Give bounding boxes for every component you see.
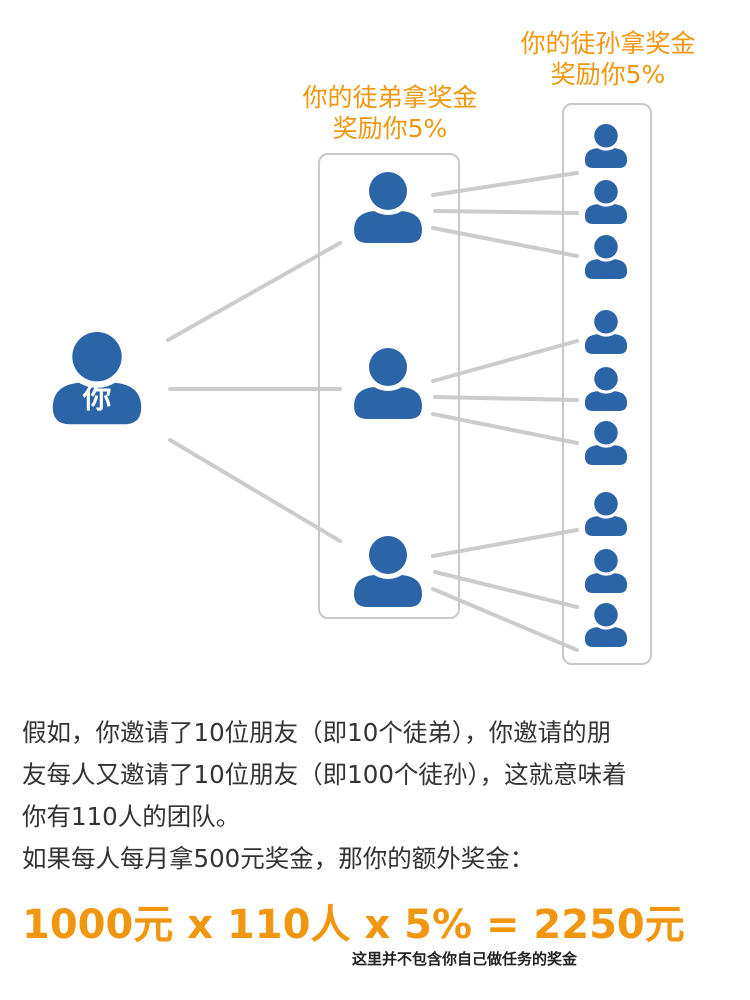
person-head: [369, 348, 407, 386]
level1-bonus-label: 你的徒弟拿奖金 奖励你5%: [280, 82, 500, 144]
person-level2: [584, 492, 628, 537]
person-body: [584, 259, 628, 280]
person-head: [594, 367, 618, 391]
person-you: 你: [52, 332, 142, 425]
person-level2: [584, 367, 628, 412]
connection-line: [431, 412, 579, 445]
person-head: [594, 549, 618, 573]
person-level2: [584, 549, 628, 594]
person-head: [594, 235, 618, 259]
person-level1: [354, 348, 422, 419]
person-level2: [584, 124, 628, 169]
person-body: [354, 575, 422, 607]
connection-line: [431, 226, 579, 258]
level2-bonus-label: 你的徒孙拿奖金 奖励你5%: [498, 28, 718, 90]
person-body: [584, 204, 628, 225]
person-head: [72, 332, 122, 382]
person-body: [354, 211, 422, 243]
level2-label-line-2: 奖励你5%: [550, 60, 666, 89]
person-body: [584, 573, 628, 594]
connection-line: [168, 438, 342, 543]
person-level2: [584, 421, 628, 466]
level2-label-line-1: 你的徒孙拿奖金: [520, 29, 696, 58]
person-body: [584, 627, 628, 648]
person-body: [584, 334, 628, 355]
you-label: 你: [82, 380, 112, 414]
connection-line: [431, 587, 579, 652]
person-level1: [354, 536, 422, 607]
connection-line: [431, 528, 579, 558]
person-level2: [584, 603, 628, 648]
level1-label-line-2: 奖励你5%: [332, 114, 448, 143]
level2-box: [562, 103, 652, 665]
person-level1: [354, 172, 422, 243]
footnote: 这里并不包含你自己做任务的奖金: [352, 950, 578, 968]
bonus-formula: 1000元 x 110人 x 5% = 2250元: [22, 902, 685, 948]
level1-label-line-1: 你的徒弟拿奖金: [302, 83, 478, 112]
person-body: [584, 445, 628, 466]
level1-box: [318, 153, 460, 619]
person-head: [594, 180, 618, 204]
person-level2: [584, 310, 628, 355]
paragraph-line: 假如，你邀请了10位朋友（即10个徒弟），你邀请的朋: [22, 718, 612, 747]
person-head: [594, 124, 618, 148]
connection-line: [431, 339, 579, 383]
person-head: [594, 492, 618, 516]
person-head: [369, 172, 407, 210]
person-body: [584, 516, 628, 537]
person-body: [354, 387, 422, 419]
paragraph-line: 你有110人的团队。: [22, 802, 241, 831]
person-body: [584, 391, 628, 412]
person-body: [52, 382, 142, 425]
person-head: [594, 603, 618, 627]
person-level2: [584, 235, 628, 280]
person-head: [369, 536, 407, 574]
paragraph-line: 友每人又邀请了10位朋友（即100个徒孙），这就意味着: [22, 760, 627, 789]
person-head: [594, 421, 618, 445]
explanation-text: 假如，你邀请了10位朋友（即10个徒弟），你邀请的朋 友每人又邀请了10位朋友（…: [22, 712, 737, 880]
person-head: [594, 310, 618, 334]
person-level2: [584, 180, 628, 225]
connection-line: [166, 241, 342, 342]
paragraph-line: 如果每人每月拿500元奖金，那你的额外奖金：: [22, 844, 535, 873]
people-layer: 你: [52, 124, 628, 648]
person-body: [584, 148, 628, 169]
referral-diagram: 你的徒弟拿奖金 奖励你5% 你的徒孙拿奖金 奖励你5% 你: [52, 28, 718, 665]
connection-line: [431, 171, 579, 197]
